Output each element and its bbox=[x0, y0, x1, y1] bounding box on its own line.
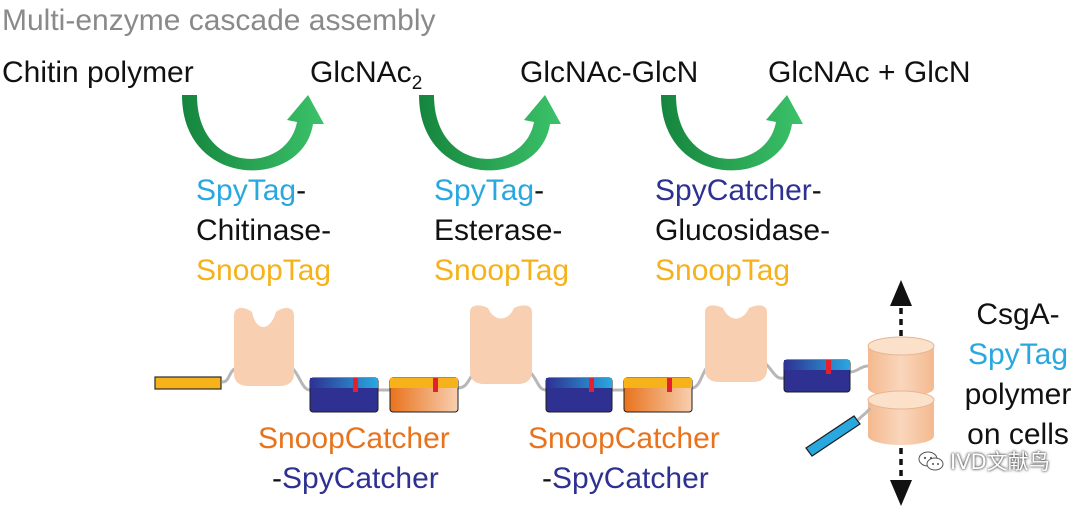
product1-subscript: 2 bbox=[411, 73, 423, 94]
spycatcher-domain bbox=[545, 377, 613, 413]
curved-arrow-icon bbox=[419, 95, 561, 171]
watermark-text: IVD文献鸟 bbox=[950, 450, 1050, 474]
snoopcatcher-label: SnoopCatcher bbox=[258, 422, 450, 455]
enzyme-esterase bbox=[470, 305, 532, 384]
connector2-spy-line: -SpyCatcher bbox=[542, 464, 709, 494]
watermark: IVD文献鸟 bbox=[918, 446, 1050, 476]
spytag-label: SpyTag bbox=[967, 338, 1069, 371]
prefix: - bbox=[272, 462, 282, 495]
prefix: - bbox=[542, 462, 552, 495]
enzyme2-tag-line: SpyTag- bbox=[434, 176, 544, 206]
snoopcatcher-domain bbox=[623, 377, 693, 413]
csga-label: CsgA- bbox=[976, 298, 1060, 331]
polymer-label: polymer bbox=[964, 378, 1072, 411]
dashed-arrow-down-icon bbox=[890, 448, 912, 506]
csga-polymer bbox=[867, 336, 935, 445]
spycatcher-domain bbox=[309, 377, 379, 413]
product3-label: GlcNAc + GlcN bbox=[768, 56, 971, 89]
spycatcher-label: SpyCatcher bbox=[552, 462, 709, 495]
snooptag-label: SnoopTag bbox=[655, 254, 791, 287]
dashed-arrow-up-icon bbox=[890, 280, 912, 336]
spycatcher-label: SpyCatcher bbox=[282, 462, 439, 495]
spytag-label: SpyTag bbox=[434, 174, 535, 207]
spytag-peptide bbox=[805, 407, 872, 457]
enzyme3-name: Glucosidase- bbox=[655, 214, 831, 247]
curved-arrow-icon bbox=[661, 95, 803, 171]
enzyme3-tag-line: SpyCatcher- bbox=[655, 176, 822, 206]
spytag-label: SpyTag bbox=[196, 174, 297, 207]
snoopcatcher-label: SnoopCatcher bbox=[528, 422, 720, 455]
wechat-icon bbox=[918, 451, 944, 471]
connector1-spy-line: -SpyCatcher bbox=[272, 464, 439, 494]
spycatcher-domain bbox=[783, 359, 851, 393]
diagram-title: Multi-enzyme cascade assembly bbox=[2, 4, 436, 37]
enzyme2-name: Esterase- bbox=[434, 214, 563, 247]
joiner: - bbox=[534, 174, 545, 207]
joiner: - bbox=[811, 174, 822, 207]
joiner: - bbox=[296, 174, 307, 207]
product1-label: GlcNAc2 bbox=[310, 58, 422, 99]
snooptag-peptide bbox=[154, 376, 222, 390]
product1-main: GlcNAc bbox=[310, 56, 412, 89]
snooptag-label: SnoopTag bbox=[196, 254, 332, 287]
product2-label: GlcNAc-GlcN bbox=[520, 56, 699, 89]
substrate-label: Chitin polymer bbox=[2, 56, 194, 89]
snoopcatcher-domain bbox=[389, 377, 459, 413]
enzyme-chitinase bbox=[234, 307, 294, 386]
curved-arrow-icon bbox=[182, 95, 324, 171]
snooptag-label: SnoopTag bbox=[434, 254, 570, 287]
enzyme1-name: Chitinase- bbox=[196, 214, 332, 247]
enzyme1-tag-line: SpyTag- bbox=[196, 176, 306, 206]
on-cells-label: on cells bbox=[967, 418, 1069, 451]
spycatcher-label: SpyCatcher bbox=[655, 174, 812, 207]
enzyme-glucosidase bbox=[705, 305, 767, 382]
